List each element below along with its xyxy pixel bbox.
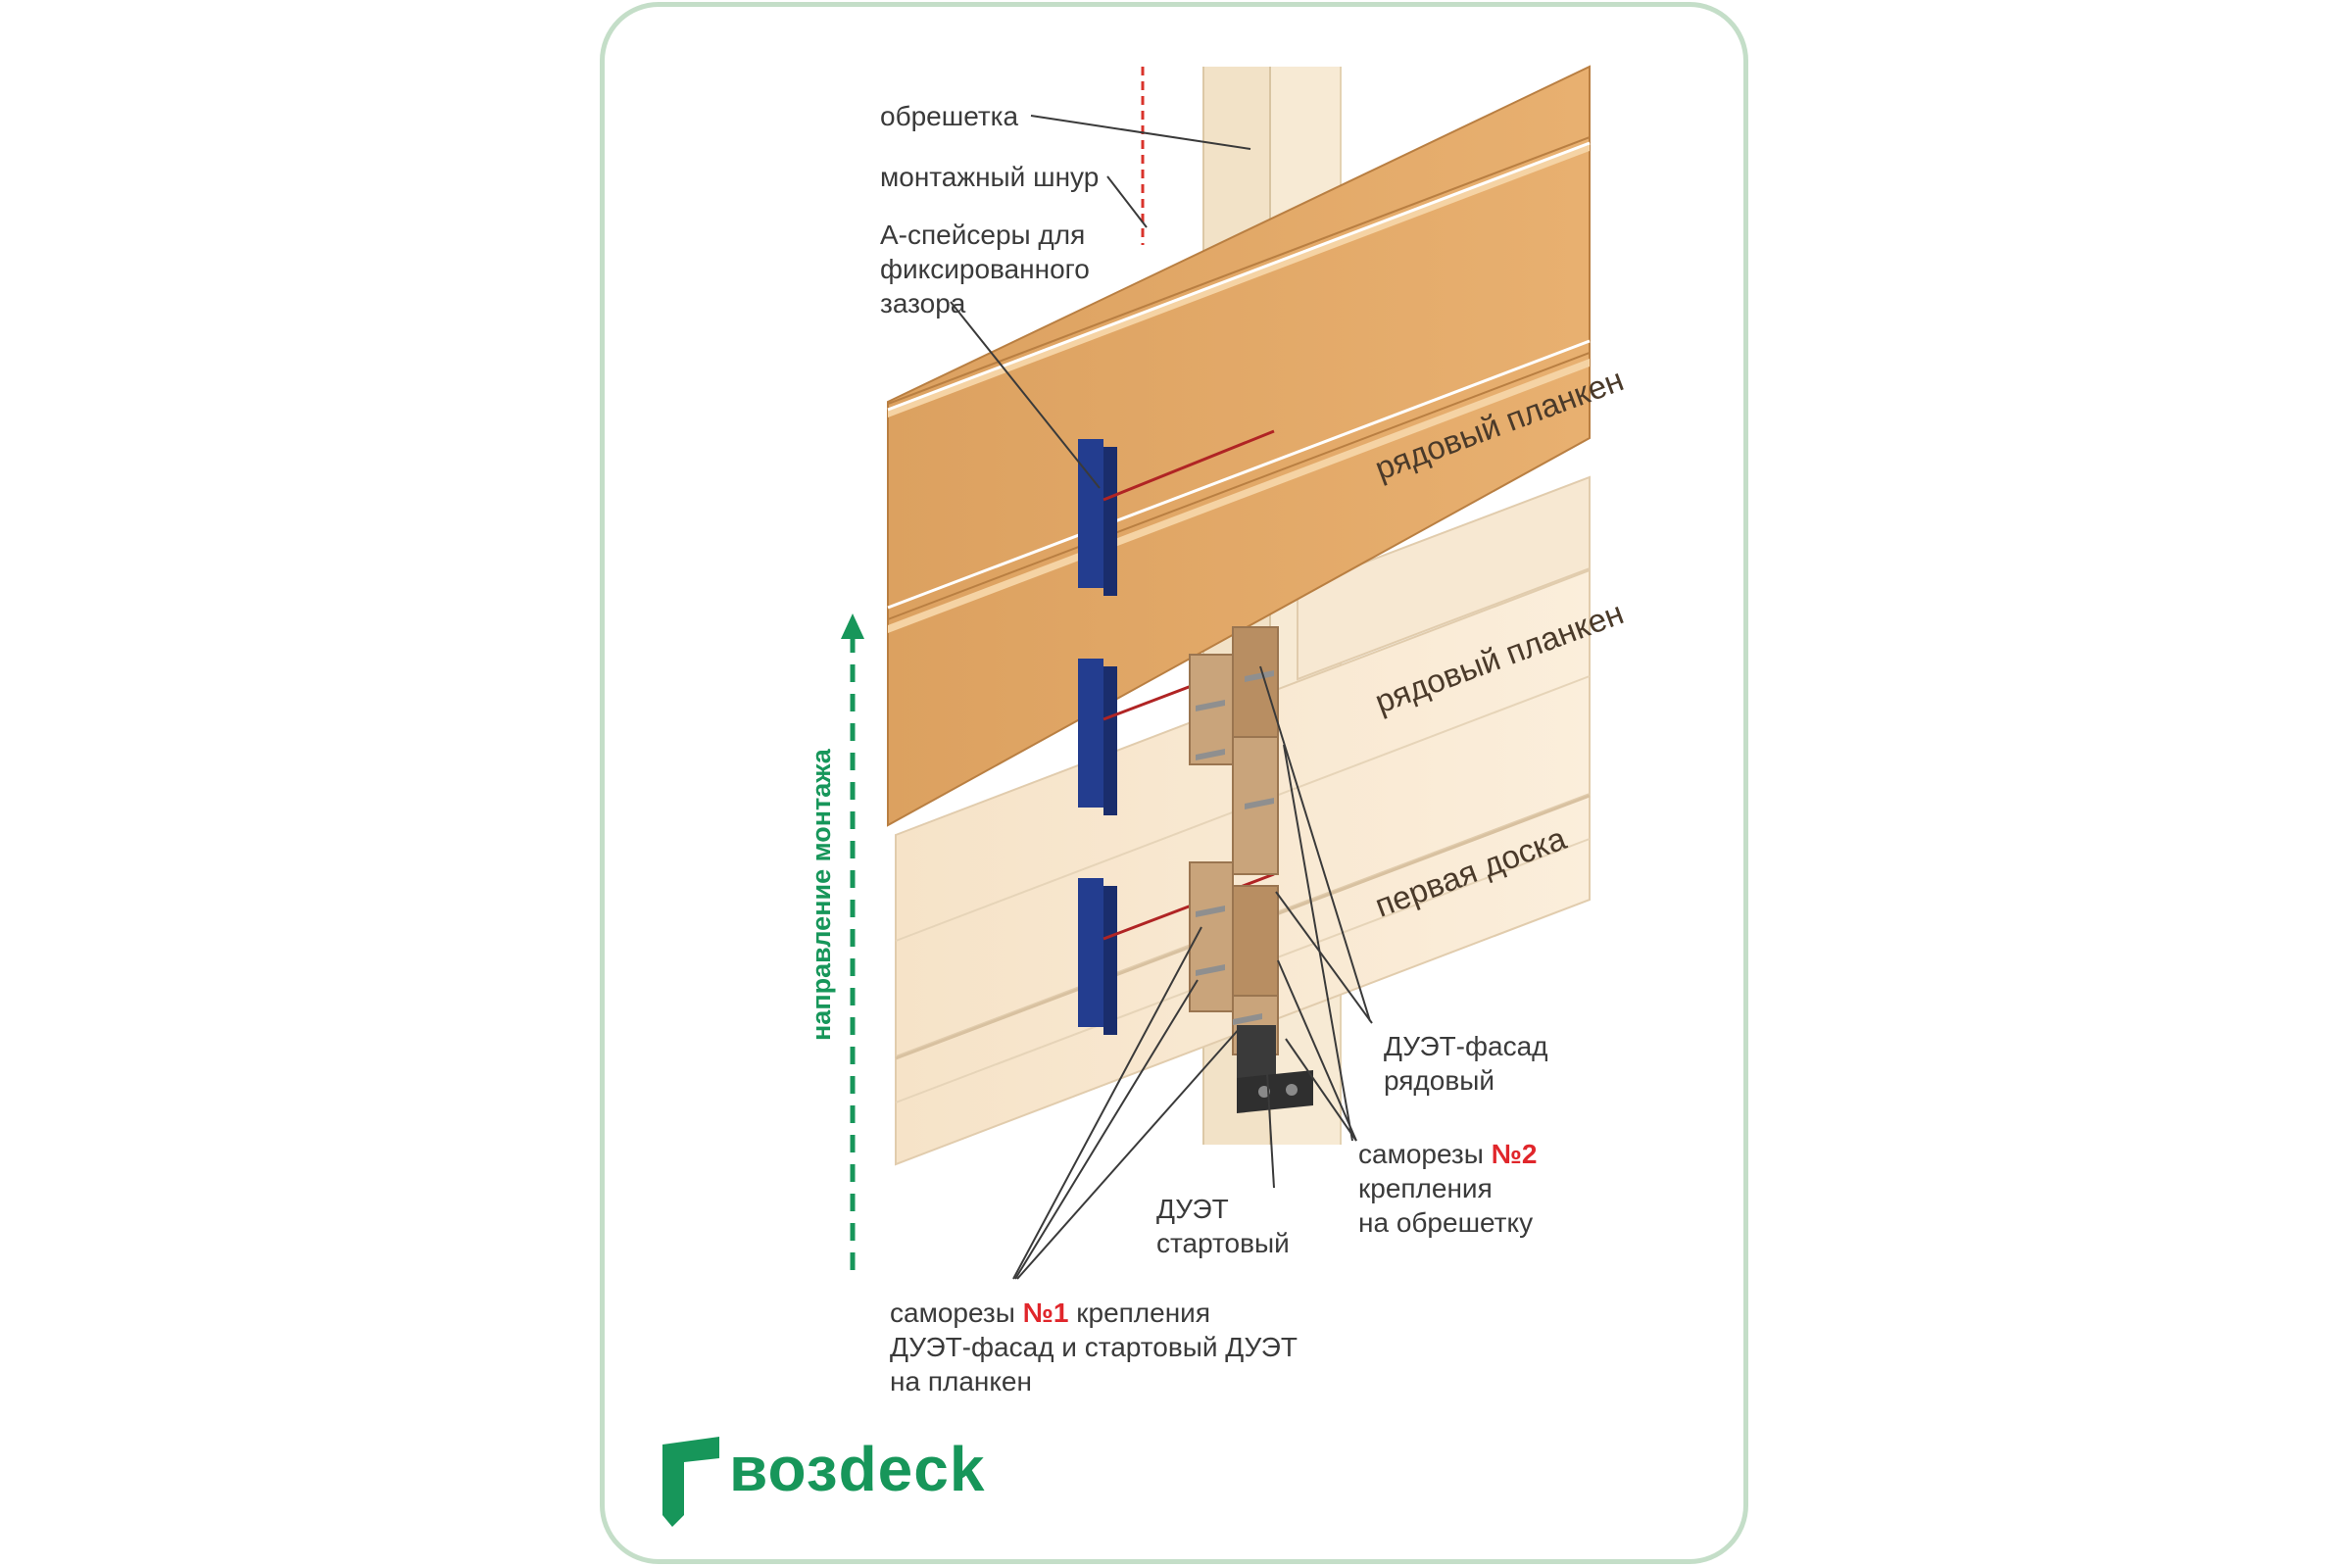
label-duet-facade-2: рядовый bbox=[1384, 1065, 1494, 1096]
label-screws1-1: саморезы №1 крепления bbox=[890, 1298, 1210, 1328]
label-screws1-2: ДУЭТ-фасад и стартовый ДУЭТ bbox=[890, 1332, 1298, 1362]
row-planken-boards bbox=[887, 65, 1591, 827]
leader-lines bbox=[950, 115, 1373, 1280]
label-installation-direction: направление монтажа bbox=[807, 749, 836, 1041]
label-screws2-2: крепления bbox=[1358, 1173, 1493, 1203]
label-spacers-1: А-спейсеры для bbox=[880, 220, 1086, 250]
g-letter-logo-icon bbox=[662, 1437, 719, 1527]
brand-logo: возdeck bbox=[659, 1431, 984, 1529]
label-screws1-3: на планкен bbox=[890, 1366, 1032, 1396]
label-duet-starter-2: стартовый bbox=[1156, 1228, 1290, 1258]
label-batten: обрешетка bbox=[880, 101, 1019, 131]
duet-starter-bracket bbox=[1237, 1025, 1313, 1113]
label-spacers-3: зазора bbox=[880, 288, 966, 318]
screws bbox=[1196, 670, 1274, 1025]
a-spacer-middle bbox=[1078, 653, 1275, 815]
label-spacers-2: фиксированного bbox=[880, 254, 1090, 284]
direction-arrow bbox=[841, 613, 864, 1270]
a-spacer-top bbox=[1078, 429, 1275, 596]
label-mounting-cord: монтажный шнур bbox=[880, 162, 1100, 192]
label-duet-facade-1: ДУЭТ-фасад bbox=[1384, 1031, 1548, 1061]
label-duet-starter-1: ДУЭТ bbox=[1156, 1194, 1229, 1224]
logo-text: возdeck bbox=[729, 1434, 986, 1504]
label-screws2-3: на обрешетку bbox=[1358, 1207, 1534, 1238]
label-screws2-1: саморезы №2 bbox=[1358, 1139, 1538, 1169]
